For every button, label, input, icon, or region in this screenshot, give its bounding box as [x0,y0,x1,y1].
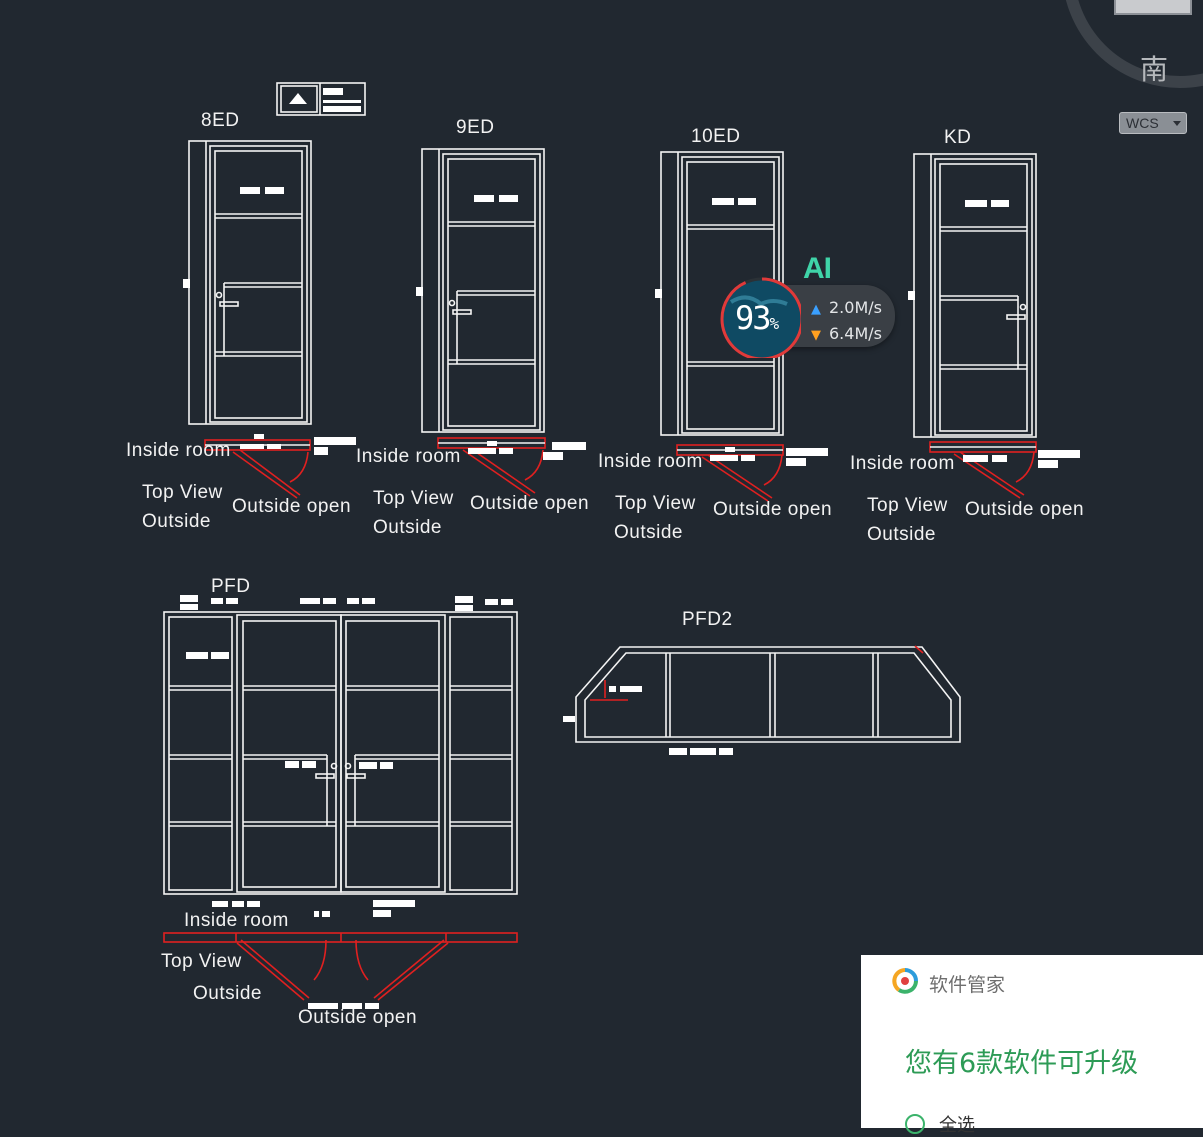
software-update-notification[interactable]: 软件管家 您有6款软件可升级 全选 [861,955,1203,1136]
door-pfd-open-label: Outside open [298,1007,417,1028]
speed-ring [720,277,801,358]
arrow-down-icon: ▼ [811,328,821,343]
door-8ed-inside-label: Inside room [126,440,231,461]
door-9ed-title: 9ED [456,117,494,138]
ai-badge[interactable]: AI [803,252,832,285]
title-block-icon [276,82,366,116]
select-all-label[interactable]: 全选 [939,1115,975,1136]
door-9ed[interactable]: 9ED Inside room Top View Outside Outside… [356,117,589,538]
door-9ed-topview-label: Top View [373,488,454,509]
door-kd-inside-label: Inside room [850,453,955,474]
upload-speed-row: ▲ 2.0M/s [811,298,882,317]
door-9ed-inside-label: Inside room [356,446,461,467]
door-pfd-topview-label: Top View [161,951,242,972]
door-pfd-title: PFD [211,576,251,597]
door-pfd2-title: PFD2 [682,609,733,630]
door-kd-title: KD [944,127,971,148]
door-8ed-title: 8ED [201,110,239,131]
door-pfd[interactable]: PFD [161,576,518,1028]
door-kd-open-label: Outside open [965,499,1084,520]
door-8ed[interactable]: 8ED Inside room Top View Outside Outside… [126,110,356,532]
select-all-checkbox[interactable] [905,1114,925,1134]
door-kd-outside-label: Outside [867,524,936,545]
network-speed-widget[interactable]: 93% AI ▲ 2.0M/s ▼ 6.4M/s [715,252,895,358]
download-speed: 6.4M/s [829,324,882,343]
door-8ed-open-label: Outside open [232,496,351,517]
door-10ed-topview-label: Top View [615,493,696,514]
compass-direction-label[interactable]: 南 [1140,53,1169,86]
notification-message[interactable]: 您有6款软件可升级 [905,1048,1139,1079]
notification-app-name: 软件管家 [929,974,1006,996]
upload-speed: 2.0M/s [829,298,882,317]
door-kd[interactable]: KD Inside room Top View Outside Outside … [850,127,1084,545]
door-10ed-open-label: Outside open [713,499,832,520]
download-speed-row: ▼ 6.4M/s [811,324,882,343]
door-10ed-outside-label: Outside [614,522,683,543]
door-kd-topview-label: Top View [867,495,948,516]
door-8ed-topview-label: Top View [142,482,223,503]
door-pfd-inside-label: Inside room [184,910,289,931]
arrow-up-icon: ▲ [811,302,821,317]
software-manager-logo-icon [892,968,918,994]
door-9ed-outside-label: Outside [373,517,442,538]
door-10ed[interactable]: 10ED Inside room Top View Outside Outsid… [598,126,832,543]
door-10ed-inside-label: Inside room [598,451,703,472]
chevron-down-icon [1173,121,1181,126]
door-pfd2[interactable]: PFD2 [563,609,961,755]
viewcube-compass[interactable] [1060,0,1203,100]
door-pfd-outside-label: Outside [193,983,262,1004]
speed-percent: 93% [735,299,779,337]
wcs-dropdown-button[interactable]: WCS [1119,112,1187,134]
wcs-label: WCS [1126,115,1159,131]
door-10ed-title: 10ED [691,126,741,147]
door-9ed-open-label: Outside open [470,493,589,514]
door-8ed-outside-label: Outside [142,511,211,532]
